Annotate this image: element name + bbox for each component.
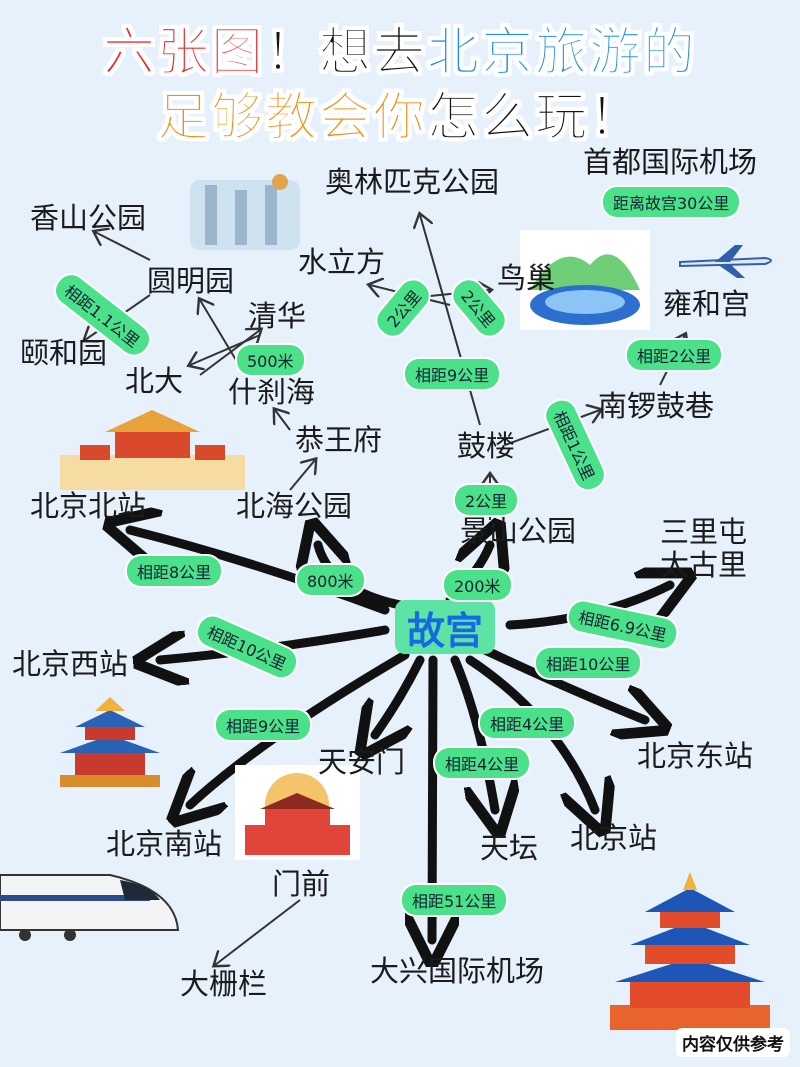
place-daxing-airport[interactable]: 大兴国际机场 [370,954,545,988]
place-jingshan[interactable]: 景山公园 [460,514,577,548]
place-capital-airport[interactable]: 首都国际机场 [583,145,758,179]
title-part: 北京旅游的 [426,23,698,84]
place-yonghegong[interactable]: 雍和宫 [663,287,751,321]
arrow-to-east-station [480,645,645,720]
place-beijing-station[interactable]: 北京站 [570,821,658,855]
palace-tower-icon [60,697,160,787]
place-qinghua[interactable]: 清华 [248,299,307,333]
arrow-qianmen-dashilan [215,899,301,965]
arrow-to-north-station [130,530,390,615]
place-beijing-north[interactable]: 北京北站 [30,489,147,523]
place-beijing-west[interactable]: 北京西站 [12,647,129,681]
place-yiheyuan[interactable]: 颐和园 [20,336,108,370]
place-niaochao[interactable]: 鸟巢 [497,261,556,295]
place-dashilan[interactable]: 大栅栏 [180,967,268,1001]
distance-daxing: 相距51公里 [402,885,507,915]
landmark-pillars-icon [190,174,300,250]
distance-tiantan: 相距4公里 [435,748,530,778]
place-gonwangfu[interactable]: 恭王府 [295,423,383,457]
tiananmen-icon [235,765,360,860]
forbidden-city-icon [60,410,245,490]
arrow-beihai-gonwangfu [289,460,315,491]
distance-jingshan: 200米 [444,570,511,600]
place-olympic-park[interactable]: 奥林匹克公园 [325,165,500,199]
arrow-to-tiantan [450,655,495,810]
distance-gulou: 2公里 [455,485,518,515]
distance-yonghegong: 相距2公里 [627,340,722,370]
place-tiantan[interactable]: 天坛 [480,831,539,865]
title-part: 怎么玩！ [426,88,644,149]
arrow-shichahai-qinghua [199,330,260,376]
place-beijing-south[interactable]: 北京南站 [106,827,223,861]
airplane-icon [679,245,772,278]
place-sanlitun[interactable]: 三里屯 太古里 [660,515,748,583]
arrow-to-tiananmen [375,655,425,735]
temple-of-heaven-icon [610,872,770,1030]
title-part: ！想去 [264,23,427,84]
distance-gulou-olympic: 相距9公里 [405,359,500,389]
place-shichahai[interactable]: 什刹海 [228,375,316,409]
title-part: 六张图 [102,23,265,84]
disclaimer: 内容仅供参考 [676,1028,790,1057]
distance-south-station: 相距9公里 [216,710,311,740]
birds-nest-stadium-icon [520,230,650,330]
title-line-2: 足够教会你怎么玩！ [0,75,800,150]
distance-qinghua-beida: 500米 [237,345,304,375]
place-qianmen[interactable]: 门前 [272,867,331,901]
title-part: 足够教会你 [156,88,427,149]
distance-beijing-station: 相距4公里 [480,708,575,738]
high-speed-train-icon [0,874,180,941]
place-xiangshan[interactable]: 香山公园 [30,201,147,235]
place-gulou[interactable]: 鼓楼 [457,429,516,463]
place-tiananmen[interactable]: 天安门 [318,745,406,779]
place-nanluoguxiang[interactable]: 南锣鼓巷 [598,389,715,423]
place-beihai[interactable]: 北海公园 [236,489,353,523]
arrow-qinghua-beida [190,334,261,365]
distance-east-station: 相距10公里 [536,648,641,678]
arrow-gonwangfu-shichahai [275,410,291,431]
place-shuilifang[interactable]: 水立方 [298,245,386,279]
place-beijing-east[interactable]: 北京东站 [637,739,754,773]
title-line-1: 六张图！想去北京旅游的 [0,10,800,85]
place-yuanmingyuan[interactable]: 圆明园 [147,264,235,298]
center-node-forbidden-city[interactable]: 故宫 [395,600,495,654]
distance-north-station: 相距8公里 [127,556,222,586]
distance-airport: 距离故宫30公里 [603,187,740,217]
distance-beihai: 800米 [297,565,364,595]
arrow-yuanmingyuan-xiangshan [95,232,151,261]
arrow-gulou-olympic [420,215,481,426]
place-beida[interactable]: 北大 [125,364,184,398]
